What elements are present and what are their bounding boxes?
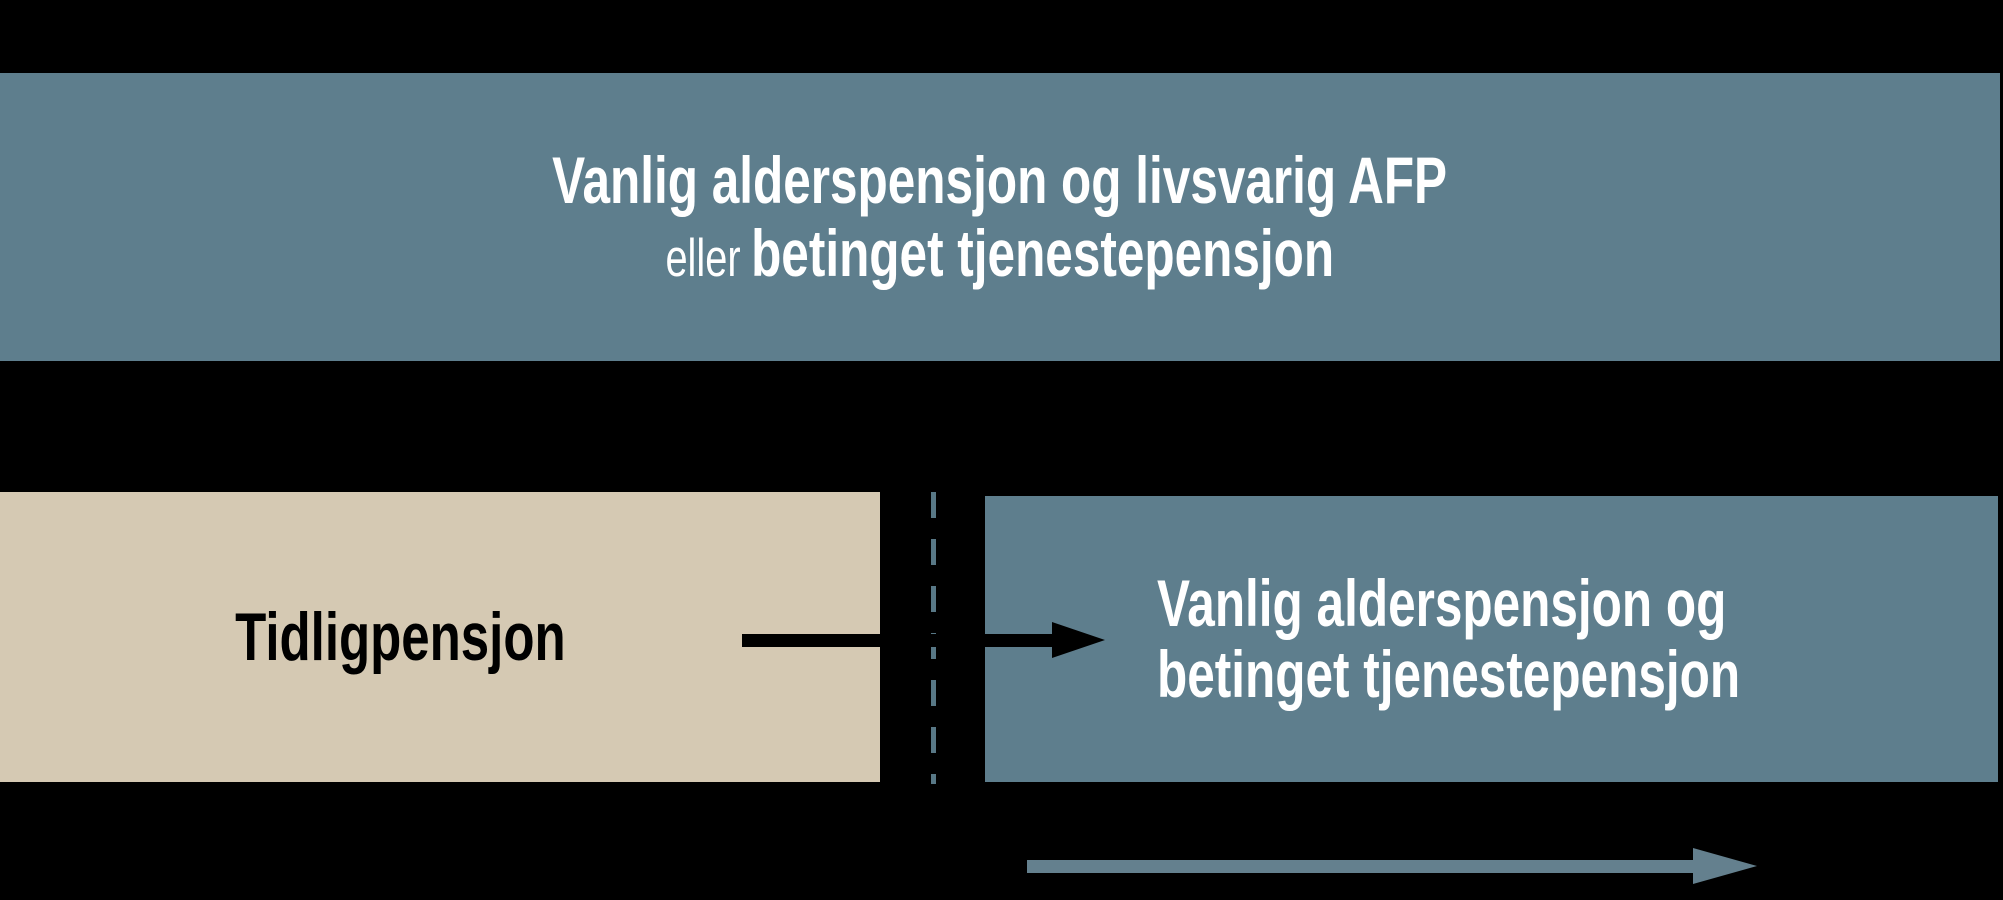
timeline-arrow-right-icon xyxy=(1693,848,1757,884)
upper-pension-line1: Vanlig alderspensjon og livsvarig AFP xyxy=(552,143,1448,218)
upper-pension-line2-emphasis: betinget tjenestepensjon xyxy=(751,216,1335,290)
upper-pension-box: Vanlig alderspensjon og livsvarig AFP el… xyxy=(0,73,2000,361)
regular-pension-line2: betinget tjenestepensjon xyxy=(1157,637,1741,711)
transition-arrow-shaft xyxy=(742,634,1055,647)
regular-pension-box: Vanlig alderspensjon og betinget tjenest… xyxy=(985,496,1998,782)
early-pension-label: Tidligpensjon xyxy=(234,598,566,675)
early-pension-box: Tidligpensjon xyxy=(0,492,880,782)
regular-pension-line1: Vanlig alderspensjon og xyxy=(1157,565,1727,640)
timeline-arrow-shaft xyxy=(1027,860,1695,873)
upper-pension-line2-prefix: eller xyxy=(665,229,741,288)
transition-arrow-right-icon xyxy=(1052,622,1105,658)
